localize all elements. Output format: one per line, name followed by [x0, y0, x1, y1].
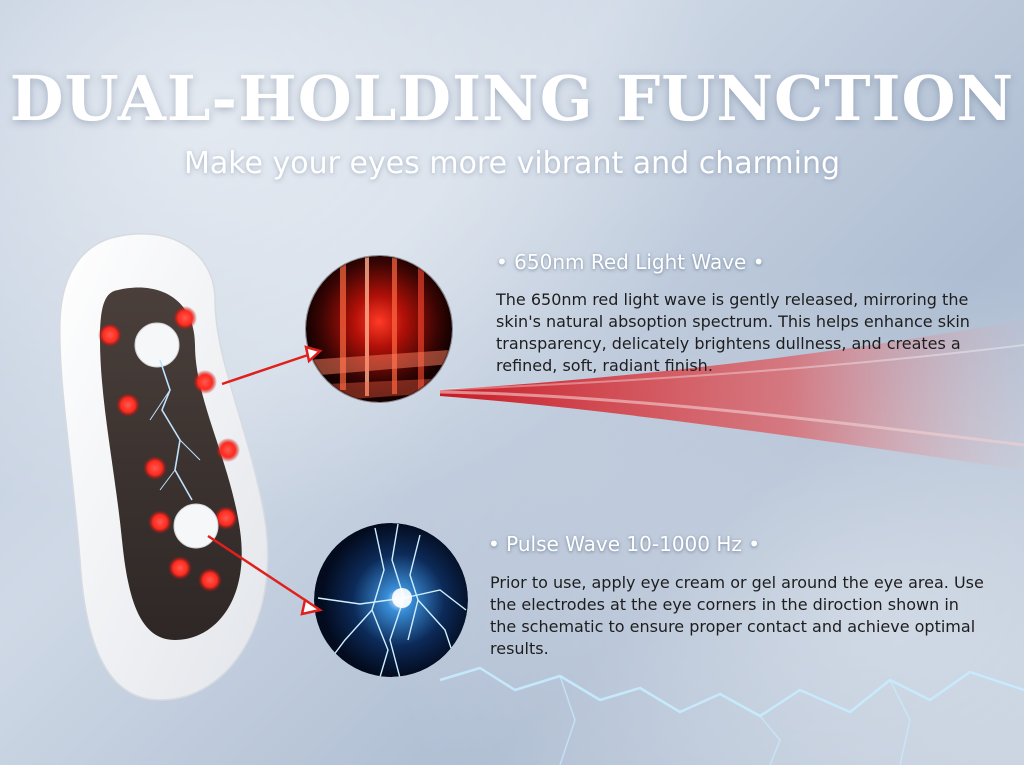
page-subtitle: Make your eyes more vibrant and charming	[183, 146, 841, 181]
page-title: DUAL-HOLDING FUNCTION	[9, 62, 1015, 135]
eye-massager-device	[59, 232, 269, 701]
pulse-lightning-image	[314, 523, 468, 677]
lightning-decoration	[439, 666, 1024, 765]
red-light-description: The 650nm red light wave is gently relea…	[496, 290, 970, 375]
pointer-arrows	[207, 345, 324, 616]
pulse-wave-description: Prior to use, apply eye cream or gel aro…	[490, 573, 984, 658]
pulse-wave-heading: • Pulse Wave 10-1000 Hz •	[488, 532, 761, 556]
red-light-beam	[439, 320, 1024, 470]
red-led-array	[98, 306, 240, 592]
red-light-heading: • 650nm Red Light Wave •	[496, 250, 765, 274]
